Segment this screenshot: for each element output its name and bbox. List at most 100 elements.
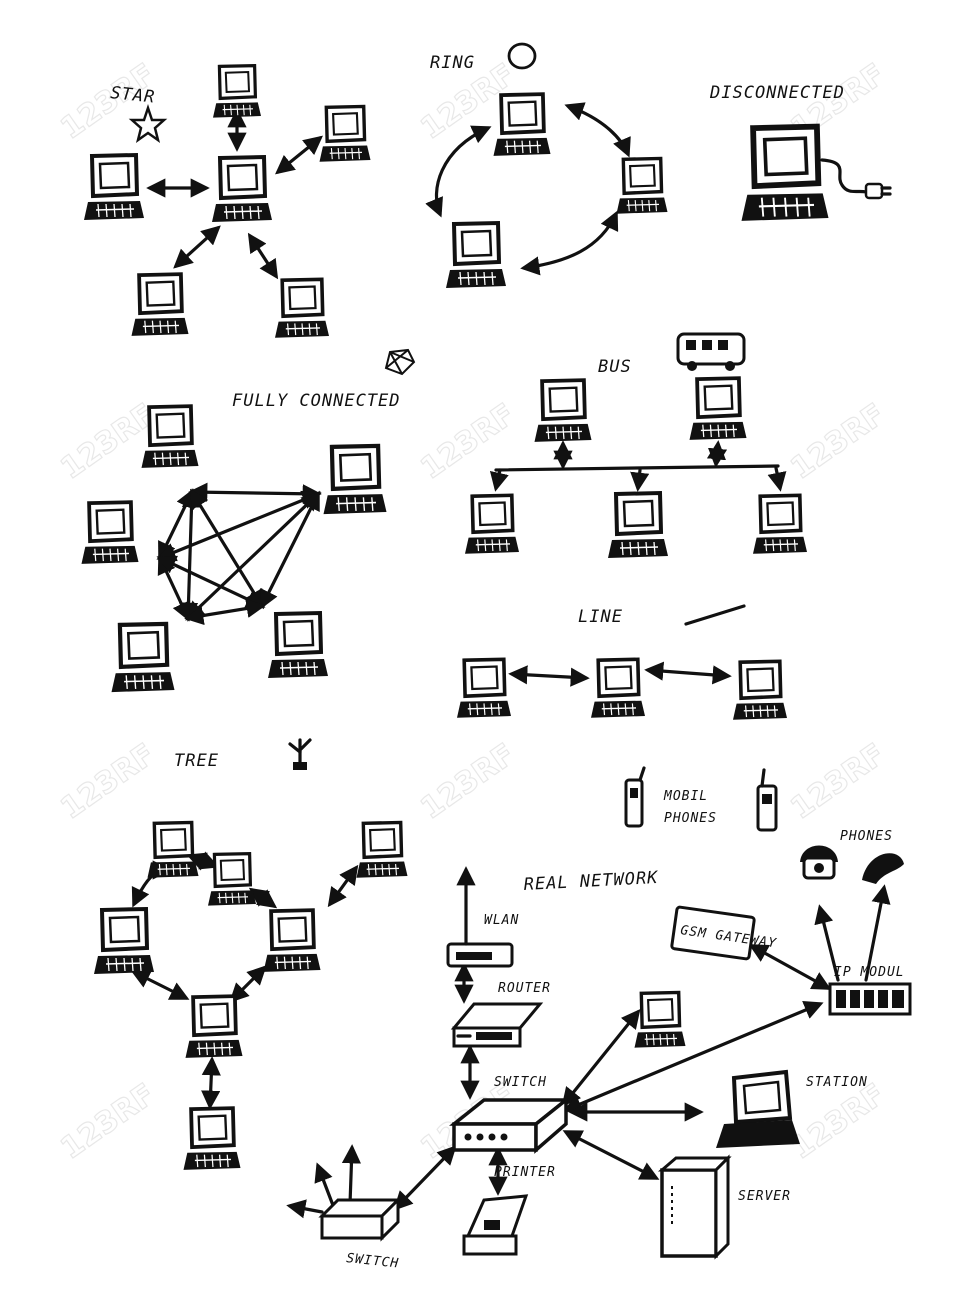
computer-icon: [263, 908, 321, 972]
computer-icon: [534, 378, 592, 442]
watermark-text: 123RF: [785, 737, 892, 827]
label-bus: BUS: [598, 357, 632, 377]
watermark-text: 123RF: [785, 1077, 892, 1167]
station-computer-icon: [716, 1069, 800, 1148]
computer-icon: [323, 443, 387, 515]
computer-icon: [131, 272, 189, 336]
computer-icon: [213, 63, 261, 118]
plug-icon: [864, 182, 884, 200]
computer-icon: [212, 154, 272, 222]
connection-arrow: [327, 864, 359, 908]
bus-backbone: [494, 464, 780, 472]
watermark-text: 123RF: [55, 737, 162, 827]
connection-arrow: [425, 125, 492, 218]
server-icon: [657, 1154, 732, 1260]
connection-arrow: [341, 1144, 362, 1206]
desk-phone-icon: [800, 845, 838, 880]
label-switch: SWITCH: [494, 1075, 547, 1090]
connection-arrow: [185, 491, 321, 621]
label-router: ROUTER: [498, 981, 551, 996]
computer-icon: [616, 156, 668, 214]
connection-arrow: [508, 665, 590, 687]
computer-icon: [733, 659, 787, 720]
label-ring: RING: [430, 53, 475, 73]
computer-icon: [208, 851, 256, 906]
connection-arrow: [184, 598, 266, 626]
computer-icon: [94, 906, 154, 974]
label-tree: TREE: [174, 751, 219, 771]
bus-icon: [676, 332, 746, 371]
switch-icon: [449, 1096, 571, 1154]
computer-icon: [183, 1106, 241, 1170]
plug-cable-icon: [820, 158, 868, 194]
computer-icon: [268, 610, 328, 678]
star-icon: [128, 104, 168, 143]
label-wlan: WLAN: [484, 913, 519, 928]
connection-lines: [130, 102, 891, 1219]
computer-icon: [147, 820, 199, 878]
label-line: LINE: [578, 607, 623, 627]
label-server: SERVER: [738, 1189, 791, 1204]
connection-arrow: [286, 1199, 324, 1219]
connection-arrow: [201, 1056, 221, 1110]
connection-arrow: [173, 225, 221, 269]
tree-icon: [288, 738, 312, 770]
connection-arrow: [130, 970, 190, 1000]
computer-icon: [457, 657, 511, 718]
label-ip-modul: IP MODUL: [834, 965, 905, 980]
label-switch-small: SWITCH: [346, 1251, 400, 1271]
connection-arrow: [630, 468, 650, 492]
connection-arrow: [489, 468, 509, 492]
connection-arrow: [864, 884, 891, 982]
connection-arrow: [247, 232, 279, 280]
connection-arrow: [178, 488, 202, 622]
computer-icon: [111, 621, 175, 693]
label-fully-connected: FULLY CONNECTED: [232, 391, 401, 411]
computer-icon: [275, 277, 329, 338]
computer-icon: [608, 490, 668, 558]
computer-icon: [689, 376, 747, 440]
computer-icon: [141, 404, 199, 468]
connection-arrow: [229, 965, 267, 1003]
computer-icon: [493, 92, 551, 156]
wlan-router-icon: [446, 866, 514, 968]
label-station: STATION: [806, 1075, 868, 1090]
connection-arrow: [562, 1130, 660, 1180]
label-mobil-phones-line2: PHONES: [664, 811, 717, 826]
connection-arrow: [814, 904, 840, 982]
handset-phone-icon: [862, 853, 904, 884]
label-star: STAR: [109, 83, 156, 108]
connection-arrow: [748, 944, 832, 990]
mesh-icon: [384, 348, 416, 376]
connection-arrow: [260, 490, 320, 610]
computer-icon: [185, 994, 243, 1058]
watermark-text: 123RF: [785, 397, 892, 487]
watermark-text: 123RF: [55, 397, 162, 487]
connection-arrow: [767, 466, 787, 492]
connection-arrow: [561, 1009, 641, 1107]
watermark-text: 123RF: [415, 397, 522, 487]
label-disconnected: DISCONNECTED: [709, 83, 845, 103]
label-mobil-phones-line1: MOBIL: [663, 789, 708, 804]
connection-arrow: [188, 482, 322, 504]
connection-arrow: [156, 555, 266, 609]
watermark-text: 123RF: [415, 737, 522, 827]
connection-arrow: [520, 210, 619, 276]
printer-icon: [462, 1194, 529, 1256]
label-printer: PRINTER: [494, 1165, 556, 1180]
connection-arrow: [706, 440, 728, 468]
ip-module-icon: [828, 982, 912, 1016]
connection-arrow: [248, 887, 278, 909]
connection-arrow: [275, 135, 323, 175]
switch-small-icon: [318, 1196, 402, 1242]
line-icon: [684, 604, 746, 626]
gsm-gateway-icon: [670, 905, 756, 961]
mobile-phone-icon: [756, 768, 778, 832]
connection-arrow: [156, 490, 322, 562]
computer-icons: [81, 63, 829, 1170]
computer-icon: [319, 104, 371, 162]
computer-icon: [753, 493, 807, 554]
connection-arrow: [564, 102, 631, 158]
connection-arrow: [157, 554, 191, 622]
